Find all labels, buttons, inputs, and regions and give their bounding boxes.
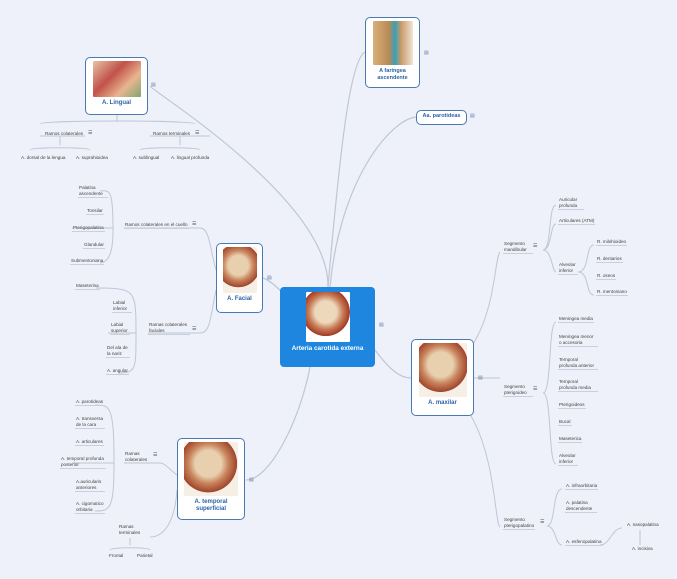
note-icon[interactable]: ▤ (151, 82, 156, 88)
leaf[interactable]: Temporal profunda media (558, 379, 598, 392)
leaf[interactable]: R. oseos (596, 273, 617, 280)
note-icon[interactable]: ▤ (267, 275, 272, 281)
leaf[interactable]: Del ala de la nariz (106, 345, 130, 358)
lingual-title: A. Lingual (102, 100, 131, 106)
leaf[interactable]: A. lingual profunda (171, 155, 210, 160)
leaf[interactable]: A. sublingual (133, 155, 160, 160)
leaf[interactable]: A. suprahioidea (76, 155, 108, 160)
leaf[interactable]: Meningea media (558, 316, 594, 323)
group-label[interactable]: Ramas colaterales (125, 451, 148, 462)
leaf[interactable]: Pterigopalatina (72, 225, 105, 232)
faringea-title: A faringea ascendente (377, 68, 408, 81)
maxilar-image (418, 343, 467, 397)
node-faringea[interactable]: A faringea ascendente (365, 17, 420, 88)
leaf[interactable]: A. nasopalatina (627, 522, 659, 527)
group-label[interactable]: Ramas terminales (119, 524, 141, 535)
node-facial[interactable]: A. Facial (216, 243, 263, 313)
leaf[interactable]: A. palatina descendente (565, 500, 597, 513)
leaf[interactable]: Glandular (83, 242, 105, 249)
temporal-title: A. temporal superficial (194, 499, 228, 512)
leaf[interactable]: Auricular profunda (558, 197, 584, 210)
menu-icon[interactable]: ☰ (533, 243, 538, 249)
note-icon[interactable]: ▤ (424, 50, 429, 56)
leaf[interactable]: A.auricularis anteriores (75, 479, 105, 492)
group-label[interactable]: Ramas colaterales faciales (148, 322, 190, 335)
faringea-image (372, 21, 413, 65)
facial-image (222, 247, 257, 293)
leaf[interactable]: Alveolar inferior (558, 262, 578, 275)
note-icon[interactable]: ▤ (379, 322, 384, 328)
leaf[interactable]: Maseterica (558, 436, 583, 443)
temporal-image (184, 442, 238, 496)
lingual-image (92, 61, 141, 97)
leaf[interactable]: R. dentarios (596, 256, 623, 263)
leaf[interactable]: A. infraorbitaria (565, 483, 599, 490)
leaf[interactable]: R. milohioideo (596, 239, 628, 246)
group-label[interactable]: Ramos colaterales en el cuello (124, 222, 189, 229)
menu-icon[interactable]: ☰ (192, 221, 197, 227)
menu-icon[interactable]: ☰ (533, 386, 538, 392)
node-temporal[interactable]: A. temporal superficial (177, 438, 245, 520)
leaf[interactable]: A. incisiva (632, 546, 653, 551)
leaf[interactable]: A. esfenopalatina (565, 539, 603, 546)
leaf[interactable]: Temporal profunda anterior (558, 357, 598, 370)
group-label[interactable]: Segmento pterigopalatino (503, 517, 535, 530)
menu-icon[interactable]: ☰ (540, 519, 545, 525)
note-icon[interactable]: ▤ (249, 477, 254, 483)
group-label[interactable]: Segmento mandibular (503, 241, 533, 254)
leaf[interactable]: Maseterina (75, 283, 100, 290)
leaf[interactable]: Submentoniana (70, 258, 105, 265)
menu-icon[interactable]: ☰ (195, 130, 200, 136)
leaf[interactable]: Alveolar inferior (558, 453, 578, 466)
node-maxilar[interactable]: A. maxilar (411, 339, 474, 416)
group-label[interactable]: Segmento pterigoideo (503, 384, 533, 397)
leaf[interactable]: A. transversa de la cara (75, 416, 105, 429)
menu-icon[interactable]: ☰ (153, 452, 158, 458)
leaf[interactable]: R. mentoniano (596, 289, 628, 296)
leaf[interactable]: Tonsilar (86, 208, 104, 215)
leaf[interactable]: A. angular (106, 368, 129, 375)
leaf[interactable]: Labial inferior (112, 300, 132, 313)
node-parotideas[interactable]: Aa. parotideas (416, 110, 467, 125)
leaf[interactable]: A. cigomatico orbitaria (75, 501, 105, 514)
leaf[interactable]: A. temporal profunda posterior (60, 456, 106, 469)
leaf[interactable]: Palatina ascendente (78, 185, 108, 198)
central-title: Arteria carotida externa (291, 345, 364, 352)
leaf[interactable]: Labial superior (110, 322, 130, 335)
node-lingual[interactable]: A. Lingual (85, 57, 148, 115)
group-label[interactable]: Ramos terminales (153, 131, 191, 136)
leaf[interactable]: A. parotideas (75, 399, 105, 406)
note-icon[interactable]: ▤ (470, 113, 475, 119)
leaf[interactable]: Bucal (558, 419, 572, 426)
skull-arteries-image (305, 292, 350, 342)
note-icon[interactable]: ▤ (478, 375, 483, 381)
leaf[interactable]: Meningea menor o accesoria (558, 334, 598, 347)
menu-icon[interactable]: ☰ (88, 130, 93, 136)
leaf[interactable]: A. articulares (75, 439, 104, 446)
leaf[interactable]: Articulares (ATM) (558, 218, 596, 225)
central-node[interactable]: Arteria carotida externa (280, 287, 375, 367)
facial-title: A. Facial (227, 296, 252, 302)
leaf[interactable]: Frontal (109, 553, 124, 558)
leaf[interactable]: Pterigoideos (558, 402, 586, 409)
maxilar-title: A. maxilar (428, 400, 457, 406)
group-label[interactable]: Ramos colaterales (45, 131, 84, 136)
parotideas-title: Aa. parotideas (422, 113, 461, 119)
menu-icon[interactable]: ☰ (192, 326, 197, 332)
leaf[interactable]: A. dorsal de la lengua (21, 155, 66, 160)
leaf[interactable]: Parietal (137, 553, 153, 558)
